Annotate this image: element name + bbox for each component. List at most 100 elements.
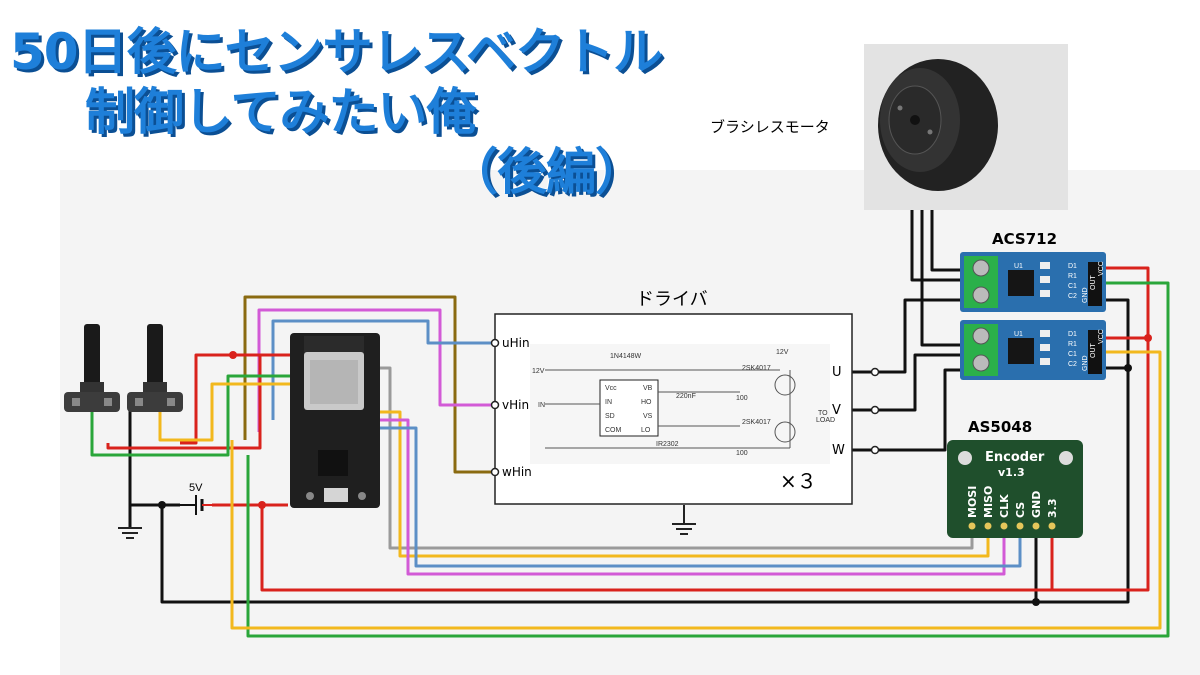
acs2-chip: U1: [1014, 331, 1023, 338]
acs1-pin-out: OUT: [1090, 275, 1097, 291]
ground-symbol-left: [118, 527, 142, 539]
supply-label: 5V: [189, 482, 203, 494]
wire-motor-1: [910, 205, 960, 282]
cap-label: 220nF: [676, 393, 696, 400]
acs1-pin-gnd: GND: [1082, 287, 1089, 303]
ic-com-pin: COM: [605, 427, 622, 434]
wire-w: [852, 368, 960, 452]
r-high-label: 100: [736, 395, 748, 402]
wire-blue-cs: [378, 426, 1022, 568]
acs2-led-c1: C1: [1068, 351, 1077, 358]
ic-vb-pin: VB: [643, 385, 653, 392]
acs2-pin-gnd: GND: [1082, 355, 1089, 371]
driver-pin-uhin: uHin: [502, 336, 530, 350]
potentiometer-1: [64, 324, 120, 412]
r-low-label: 100: [736, 450, 748, 457]
supply-12v-right: 12V: [776, 349, 789, 356]
acs2-pin-vcc: VCC: [1098, 329, 1105, 344]
acs2-led-r1: R1: [1068, 341, 1077, 348]
acs1-led-r1: R1: [1068, 273, 1077, 280]
junction-black3: [1032, 598, 1040, 606]
acs2-pin-out: OUT: [1090, 343, 1097, 359]
encoder-pin-miso: MISO: [982, 486, 995, 518]
wire-motor-2: [920, 205, 960, 347]
battery-5v: [180, 495, 212, 515]
page-title: 50日後にセンサレスベクトル 制御してみたい俺 （後編）: [10, 22, 663, 202]
encoder-pin-33: 3.3: [1046, 499, 1059, 519]
ic-lo-pin: LO: [641, 427, 651, 434]
junction-red: [258, 501, 266, 509]
supply-12v-left: 12V: [532, 368, 545, 375]
junction-red3: [1144, 334, 1152, 342]
title-line-2: 制御してみたい俺: [85, 83, 477, 141]
driver-pin-w: W: [832, 443, 845, 458]
pin-w: [870, 445, 880, 455]
ic-ho-pin: HO: [641, 399, 652, 406]
diode-label: 1N4148W: [610, 353, 642, 360]
esp32-board: [290, 333, 380, 508]
acs1-led-c2: C2: [1068, 293, 1077, 300]
driver-pin-v: V: [832, 403, 841, 418]
brushless-motor-photo: [864, 44, 1068, 210]
wire-black-bottom: [160, 298, 1130, 604]
encoder-name: Encoder: [985, 450, 1045, 465]
ic-sd-pin: SD: [605, 413, 615, 420]
to-load-label2: LOAD: [816, 417, 835, 424]
wire-green-long: [246, 281, 1170, 638]
mosfet-high-label: 2SK4017: [742, 365, 771, 372]
wire-magenta-clk: [378, 418, 1006, 576]
wire-yellow-pot2: [158, 382, 292, 442]
driver-label: ドライバ: [636, 289, 708, 310]
in-label: IN: [538, 402, 545, 409]
driver-pin-u: U: [832, 365, 842, 380]
encoder-pin-cs: CS: [1014, 502, 1027, 518]
acs-label: ACS712: [992, 230, 1057, 248]
acs2-led-d1: D1: [1068, 331, 1077, 338]
as5048-label: AS5048: [968, 418, 1032, 436]
acs1-chip: U1: [1014, 263, 1023, 270]
driver-box: [494, 313, 853, 505]
wire-gray-mosi: [378, 366, 974, 550]
wire-yellow-miso: [378, 410, 990, 558]
as5048-encoder-board: [947, 440, 1083, 538]
acs1-led-d1: D1: [1068, 263, 1077, 270]
wire-red-bottom: [260, 266, 1150, 592]
acs712-module-1: [960, 252, 1106, 312]
encoder-version: v1.3: [998, 466, 1025, 479]
acs1-pin-vcc: VCC: [1098, 261, 1105, 276]
wire-motor-3: [930, 205, 960, 272]
multiplier-label: ×３: [780, 469, 817, 493]
wire-green-pot1: [90, 374, 292, 457]
encoder-pin-mosi: MOSI: [966, 486, 979, 518]
pin-u: [870, 367, 880, 377]
mosfet-low-label: 2SK4017: [742, 419, 771, 426]
driver-pin-whin: wHin: [502, 465, 532, 479]
to-load-label: TO: [818, 410, 828, 417]
ground-symbol-driver: [672, 505, 696, 535]
ic-in-pin: IN: [605, 399, 612, 406]
wire-brown: [243, 295, 495, 474]
acs2-led-c2: C2: [1068, 361, 1077, 368]
acs712-module-2: [960, 320, 1106, 380]
ic-vcc-pin: Vcc: [605, 385, 617, 392]
driver-pin-vhin: vHin: [502, 398, 529, 412]
motor-label: ブラシレスモータ: [710, 118, 830, 136]
junction-black2: [1124, 364, 1132, 372]
title-line-1: 50日後にセンサレスベクトル: [10, 23, 663, 81]
wire-red-top2: [180, 353, 260, 445]
ic-vs-pin: VS: [643, 413, 653, 420]
potentiometer-2: [127, 324, 183, 412]
wire-yellow-long: [230, 350, 1162, 630]
pin-uhin: [490, 338, 500, 348]
encoder-pin-clk: CLK: [998, 494, 1011, 518]
encoder-pin-gnd: GND: [1030, 491, 1043, 518]
acs1-led-c1: C1: [1068, 283, 1077, 290]
title-line-3: （後編）: [448, 143, 645, 201]
junction-red2: [229, 351, 237, 359]
pin-vhin: [490, 400, 500, 410]
wire-v: [852, 353, 960, 412]
ic-name-label: IR2302: [656, 441, 679, 448]
wire-red-top: [106, 353, 292, 450]
junction-black: [158, 501, 166, 509]
